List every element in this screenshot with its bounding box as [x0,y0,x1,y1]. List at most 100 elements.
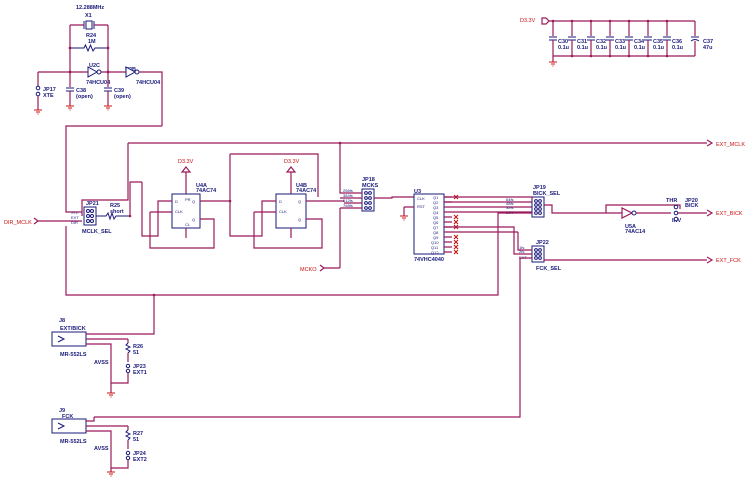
u4b-ref: U4B [296,183,307,189]
j8-avss: AVSS [94,360,109,366]
c30-value: 0.1u [558,45,569,51]
jp22-name: FCK_SEL [536,266,562,272]
u4a-power: D3.3V [178,159,194,165]
c32-ref: C32 [596,39,606,45]
jp19-header [531,196,545,218]
u2b-inverter [125,66,137,78]
u3-q4: Q4 [433,210,439,215]
svg-text:Q: Q [192,217,195,222]
jp22-pin-1fs: 1fs [519,245,524,250]
jp22-fck-sel: JP22 1fs 2fs EXT FCK_SEL EXT_FCK [94,226,741,418]
svg-text:CLK: CLK [175,209,183,214]
c36-value: 0.1u [672,45,683,51]
jp17-ref: JP17 [43,87,56,93]
r26-value: 51 [133,350,139,356]
u3-q11: Q11 [431,245,439,250]
r24-value: 1M [88,39,96,45]
jp18-name: MCKS [362,183,379,189]
r25-value: short [110,209,124,215]
jp18-pin-512fs: 512fs [343,198,353,203]
u3-q8: Q8 [433,230,439,235]
r24-ref: R24 [86,33,97,39]
j9-body [51,418,87,434]
c35-ref: C35 [653,39,663,45]
d33v-cap-label: D3.3V [520,18,536,24]
jp20-name: BICK [685,203,698,209]
jp18-pin-384fs: 384fs [343,193,353,198]
c38-ref: C38 [76,88,86,94]
jp18-ref: JP18 [362,177,375,183]
ext-bick-net: EXT_BICK [716,211,743,217]
mclk-section: EXT_MCLK DIR_MCLK JP21 XTL EXT DIR MCLK_… [4,125,745,235]
c38-value: (open) [76,94,93,100]
jp20-ref: JP20 [685,198,698,204]
c36-ref: C36 [672,39,682,45]
connector-j9: J9 FCK MR-552LS R27 51 JP24 EXT2 AVSS [51,408,147,477]
u3-q3: Q3 [433,205,439,210]
j9-part: MR-552LS [60,439,87,445]
jp20-pin-thr: THR [666,198,677,204]
j9-ref: J9 [59,408,65,414]
c33-ref: C33 [615,39,625,45]
connector-j8: J8 EXT/BICK MR-552LS R26 51 JP23 EXT1 AV… [51,293,156,398]
u3-q1: Q1 [433,195,439,200]
u3-ref: U3 [414,189,421,195]
jp21-pin-xtl: XTL [71,210,79,215]
c37-value: 47u [703,45,712,51]
r25-resistor [96,211,130,221]
jp22-pin-2fs: 2fs [519,249,524,254]
jp21-pin-dir: DIR [71,220,78,225]
jp18-pin-768fs: 768fs [343,203,353,208]
c37-ref: C37 [703,39,713,45]
u3-q9: Q9 [433,235,439,240]
j8-body [51,331,87,347]
c31-ref: C31 [577,39,587,45]
jp19-name: BICK_SEL [533,191,561,197]
jp21-pin-ext: EXT [71,215,79,220]
u3-in-rst: RST [417,204,426,209]
svg-text:Q: Q [298,217,301,222]
dir-mclk-net: DIR_MCLK [4,220,32,226]
jp19-pin-32fs: 32fs [506,205,514,210]
crystal-ref-label: X1 [85,13,92,19]
jp19-pin-64fs: 64fs [506,197,514,202]
svg-text:CLK: CLK [279,209,287,214]
u4b-body [275,193,307,229]
u3-in-clk: CLK [417,196,425,201]
c30-ref: C30 [558,39,568,45]
jp18-header [361,188,375,212]
u4a-ref: U4A [196,183,207,189]
jp18-pin-256fs: 256fs [343,188,353,193]
jp19-bick-sel: JP19 BICK_SEL 64fs 48fs 32fs EXT [65,185,622,296]
svg-text:Q: Q [192,199,195,204]
c39-ref: C39 [114,88,124,94]
jp24-name: EXT2 [133,457,147,463]
r27-ref: R27 [133,431,143,437]
svg-text:Q: Q [298,199,301,204]
bick-output: U5A 74AC14 THR INV JP20 BICK EXT_BICK [605,198,743,235]
u3-outputs: Q1 Q2 Q3 Q4 Q5 Q6 Q7 Q8 Q9 Q10 Q11 Q12 [431,195,439,255]
jp18-mcks: JP18 MCKS 256fs 384fs 512fs 768fs MCKO [300,141,414,273]
c39-value: (open) [114,94,131,100]
counter-u3: U3 CLK RST Q1 Q2 Q3 Q4 Q5 Q6 Q7 Q8 Q9 Q1… [400,189,532,263]
u3-q7: Q7 [433,225,439,230]
u4b-part: 74AC74 [296,188,317,194]
c33-value: 0.1u [615,45,626,51]
u3-q10: Q10 [431,240,439,245]
u2b-part: 74HCU04 [136,80,161,86]
c34-value: 0.1u [634,45,645,51]
r24-resistor [70,43,108,53]
u2c-ref: U2C [89,63,100,69]
ext-fck-net: EXT_FCK [716,258,741,264]
c34-ref: C34 [634,39,645,45]
crystal-body [85,20,93,30]
jp24-ref: JP24 [133,451,147,457]
decoupling-caps: D3.3V C30 0.1u C31 0.1u C32 0.1u C33 0.1… [520,17,713,67]
jp21-ref: JP21 [86,201,99,207]
u5a-part: 74AC14 [625,229,646,235]
j9-name: FCK [62,414,73,420]
j8-name: EXT/BICK [60,326,86,332]
r26-ref: R26 [133,344,143,350]
